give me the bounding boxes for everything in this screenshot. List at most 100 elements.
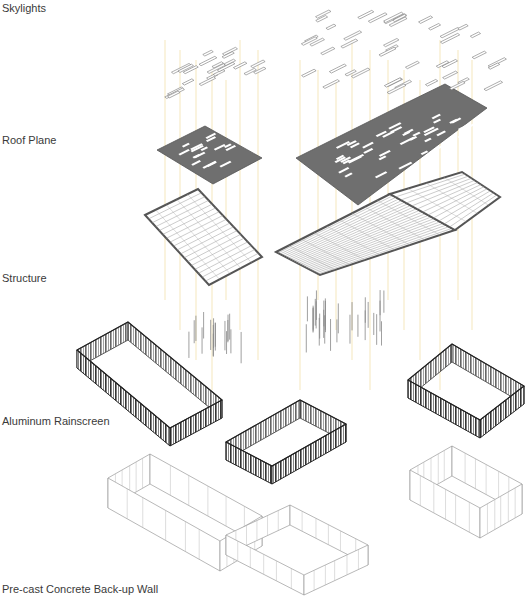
joist [365, 207, 425, 240]
panel-joint [226, 496, 227, 526]
guide-line [240, 40, 241, 330]
panel-joint [142, 498, 143, 528]
beam [184, 231, 237, 258]
panel-joint [207, 486, 208, 516]
panel-joint [469, 502, 470, 532]
column [194, 320, 195, 343]
roof-opening [178, 149, 189, 155]
joist [408, 189, 466, 222]
panel-joint [267, 516, 268, 536]
column [336, 319, 337, 342]
roof-opening [338, 167, 349, 173]
skylight [358, 10, 374, 19]
layer-label: Roof Plane [2, 134, 56, 147]
column [368, 302, 369, 328]
column [338, 303, 339, 333]
panel-joint [455, 495, 456, 525]
skylight [168, 91, 180, 98]
skylight [321, 47, 335, 55]
beam [316, 227, 449, 273]
structure-frame [145, 189, 262, 285]
column [226, 331, 227, 354]
skylight [484, 81, 503, 91]
skylight [323, 80, 340, 89]
structure-frames [145, 172, 500, 285]
beam [156, 200, 209, 226]
column [330, 319, 331, 351]
beam [308, 220, 437, 269]
joist [426, 183, 478, 214]
skylight [329, 64, 346, 73]
column [315, 299, 316, 326]
panel-joint [475, 459, 476, 489]
roof-opening [225, 145, 236, 151]
beam [318, 228, 452, 274]
rainscreen-top [77, 322, 222, 428]
structure-frame [390, 172, 500, 230]
beam [292, 207, 414, 260]
column [349, 315, 350, 344]
panel-joint [444, 450, 445, 480]
wall-panel [226, 535, 304, 595]
panel-joint [278, 510, 279, 530]
joist [352, 213, 410, 245]
panel-joint [302, 511, 303, 531]
panel-joint [188, 475, 189, 505]
roof-opening [434, 143, 448, 151]
guide-line [258, 50, 259, 360]
rainscreen-top [408, 344, 524, 420]
beam [188, 234, 241, 261]
panel-joint [314, 570, 315, 590]
panel-joint [325, 565, 326, 585]
skylight [310, 38, 325, 46]
panel-joint [433, 483, 434, 513]
skylight [379, 47, 396, 56]
panel-joint [487, 504, 488, 534]
skylight [472, 51, 486, 59]
panel-joint [346, 555, 347, 575]
roof-opening [449, 119, 458, 124]
skylight [440, 33, 459, 43]
joist [444, 178, 489, 206]
rainscreen-panel [77, 350, 170, 446]
wall-panel [304, 545, 368, 595]
skylight [222, 52, 234, 59]
rainscreen-panel [272, 424, 346, 484]
panel-joint [420, 476, 421, 506]
panel-joint [358, 549, 359, 569]
column [319, 314, 320, 339]
guide-line [165, 40, 166, 300]
rainscreen-panel [480, 386, 524, 438]
column [202, 327, 203, 353]
skylight [405, 61, 419, 68]
skylight [450, 81, 465, 89]
panel-joint [256, 521, 257, 541]
skylight [344, 31, 362, 40]
beam [278, 196, 393, 253]
column [373, 313, 374, 335]
column [307, 296, 308, 321]
beam [202, 249, 255, 277]
panel-joint [165, 510, 166, 540]
skylight [419, 16, 433, 24]
panel-joint [500, 496, 501, 526]
skylight [425, 79, 437, 86]
roof-opening [433, 119, 441, 124]
skylight [178, 64, 194, 72]
rainscreen-panel [408, 380, 480, 438]
roof-opening [404, 129, 414, 135]
beam [152, 197, 205, 223]
beam [149, 193, 202, 219]
roof-opening [412, 132, 420, 137]
panel-joint [185, 522, 186, 552]
concrete-walls [108, 446, 522, 595]
panel-joint [237, 541, 238, 561]
roof-opening [376, 131, 387, 137]
roof-opening [350, 142, 360, 148]
skylight [488, 63, 500, 69]
beam [205, 253, 258, 281]
column [224, 321, 225, 350]
column [229, 314, 230, 340]
beam [170, 215, 223, 242]
guide-line [336, 80, 337, 330]
